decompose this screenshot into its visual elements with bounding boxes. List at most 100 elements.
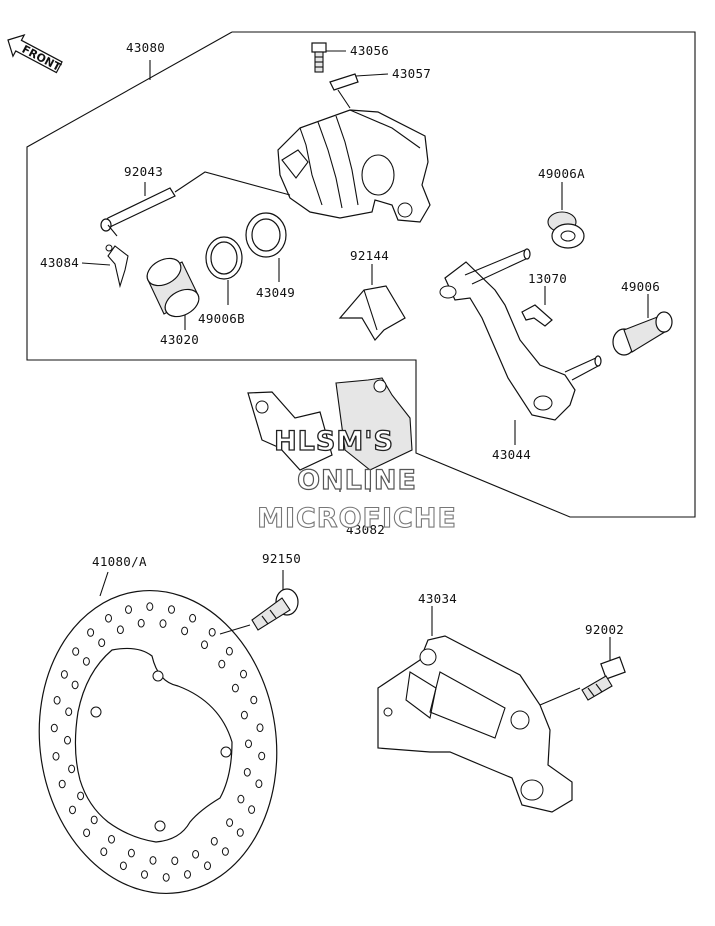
holder-bolt-part — [581, 637, 626, 701]
front-label: FRONT — [20, 43, 64, 74]
label-43020: 43020 — [160, 332, 199, 347]
disc-hole — [71, 680, 79, 690]
disc-hole — [127, 848, 135, 858]
bleeder-cap-part — [329, 73, 389, 109]
dust-seal-part — [205, 236, 243, 305]
disc-holes — [50, 602, 266, 882]
disc-hole — [192, 850, 200, 859]
disc-hole — [69, 805, 76, 815]
label-49006A: 49006A — [538, 166, 585, 181]
disc-hole — [119, 861, 127, 871]
label-13070: 13070 — [528, 271, 567, 286]
disc-hole — [243, 768, 251, 777]
disc-hole — [65, 707, 73, 717]
disc-hole — [100, 847, 108, 857]
disc-hole — [105, 614, 112, 623]
watermark-line-2: ONLINE — [297, 465, 417, 496]
disc-hole — [162, 873, 170, 882]
disc-hole — [82, 657, 90, 666]
disc-hole — [50, 723, 58, 733]
label-43044: 43044 — [492, 447, 531, 462]
disc-hole — [210, 837, 218, 846]
label-49006B: 49006B — [198, 311, 245, 326]
disc-bolt-part — [219, 570, 299, 635]
label-92150: 92150 — [262, 551, 301, 566]
label-43082: 43082 — [346, 522, 385, 537]
disc-hole — [77, 791, 85, 801]
disc-hole — [189, 613, 197, 623]
disc-hole — [159, 619, 167, 628]
disc-hole — [256, 723, 264, 733]
brake-pad-part — [247, 377, 413, 492]
disc-hole — [184, 870, 191, 879]
disc-hole — [90, 815, 98, 825]
label-41080A: 41080/A — [92, 554, 147, 569]
disc-hole — [236, 828, 244, 837]
disc-hole — [72, 647, 80, 656]
label-43057: 43057 — [392, 66, 431, 81]
label-92144: 92144 — [350, 248, 389, 263]
disc-hole — [60, 670, 68, 679]
disc-hole — [87, 628, 95, 637]
disc-hole — [171, 856, 179, 866]
disc-hole — [225, 646, 233, 656]
label-92043: 92043 — [124, 164, 163, 179]
slide-pin-part — [100, 171, 291, 232]
disc-hole — [237, 794, 245, 804]
disc-hole — [240, 669, 247, 679]
disc-hole — [52, 752, 60, 761]
label-43084: 43084 — [40, 255, 79, 270]
disc-hole — [248, 805, 256, 814]
disc-hole — [53, 696, 61, 705]
disc-hole — [108, 835, 115, 844]
disc-hole — [250, 695, 258, 705]
label-92002: 92002 — [585, 622, 624, 637]
disc-hole — [125, 605, 132, 614]
disc-hole — [64, 735, 71, 745]
bleeder-valve-part — [311, 42, 346, 73]
caliper-bracket-part — [439, 248, 602, 445]
disc-hole — [149, 856, 157, 865]
disc-hole — [98, 638, 106, 648]
watermark-line-1: HLSM'S — [274, 426, 394, 457]
piston-part — [146, 257, 200, 330]
caliper-holder-part — [377, 606, 581, 813]
bracket-pin-part — [612, 294, 673, 356]
disc-hole — [258, 751, 266, 761]
disc-hole — [221, 847, 229, 856]
disc-hole — [255, 779, 263, 789]
label-43049: 43049 — [256, 285, 295, 300]
label-43080: 43080 — [126, 40, 165, 55]
brake-disc-part — [38, 571, 278, 895]
caliper-body-part — [277, 109, 431, 223]
disc-hole — [208, 628, 216, 637]
caliper-assembly-frame — [26, 31, 696, 518]
disc-hole — [141, 870, 148, 879]
boot-bushing-part — [547, 182, 585, 249]
disc-hole — [204, 861, 211, 871]
disc-hole — [83, 828, 91, 838]
label-49006: 49006 — [621, 279, 660, 294]
disc-hole — [168, 605, 175, 614]
label-43034: 43034 — [418, 591, 457, 606]
disc-hole — [231, 683, 239, 693]
disc-hole — [146, 602, 154, 611]
disc-hole — [137, 618, 145, 628]
disc-hole — [181, 626, 189, 636]
bracket-clip-part — [521, 286, 553, 327]
retaining-clip-part — [81, 224, 129, 289]
disc-hole — [201, 640, 208, 650]
disc-hole — [218, 659, 226, 669]
label-43056: 43056 — [350, 43, 389, 58]
disc-hole — [240, 710, 248, 720]
disc-hole — [226, 818, 234, 827]
pad-spring-part — [338, 264, 406, 342]
watermark-line-3: MICROFICHE — [257, 503, 457, 534]
disc-hole — [245, 739, 252, 749]
disc-hole — [68, 764, 76, 774]
piston-seal-part — [245, 212, 287, 282]
disc-hole — [58, 779, 66, 789]
disc-hole — [116, 625, 124, 635]
